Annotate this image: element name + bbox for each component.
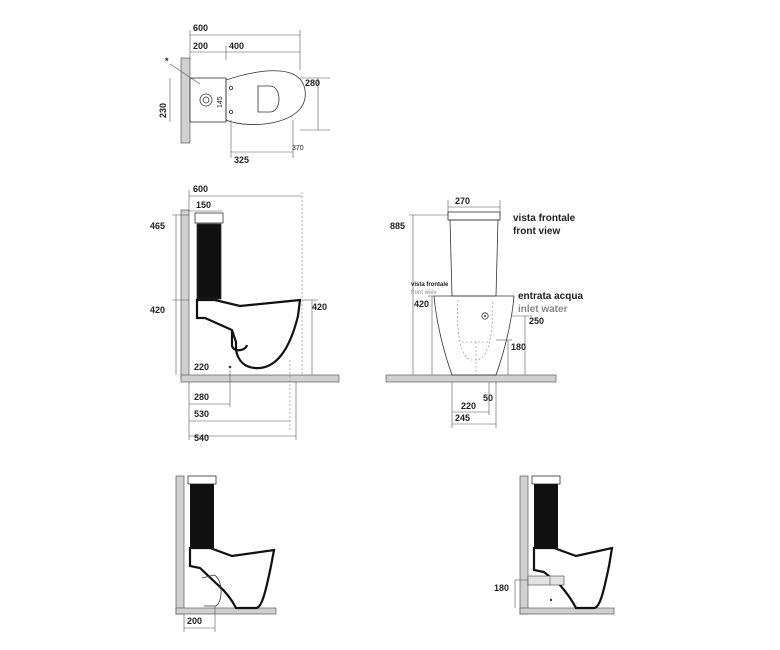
top-asterisk: * xyxy=(165,56,169,66)
side-dim-280: 280 xyxy=(194,392,209,402)
front-view-floor xyxy=(385,374,557,383)
bottom-left-dim-200: 200 xyxy=(187,616,202,626)
front-dim-50: 50 xyxy=(483,393,493,403)
side-dim-420-right: 420 xyxy=(312,302,327,312)
side-dim-465: 465 xyxy=(150,221,165,231)
side-view-floor xyxy=(180,374,340,383)
top-bowl xyxy=(225,70,306,125)
side-view: 600 150 465 420 420 220 280 530 5 xyxy=(150,184,340,443)
top-dim-370: 370 xyxy=(292,145,304,152)
front-dim-420: 420 xyxy=(414,299,429,309)
side-bowl xyxy=(195,298,302,370)
front-title-it: vista frontale xyxy=(513,213,576,224)
front-dim-245: 245 xyxy=(455,413,470,423)
bottom-left-view: 200 xyxy=(175,475,277,632)
bottom-left-outlet xyxy=(201,574,222,607)
front-inlet-it: entrata acqua xyxy=(518,291,583,302)
top-dim-400: 400 xyxy=(229,41,244,51)
top-dim-280: 280 xyxy=(305,78,320,88)
side-tank xyxy=(197,224,221,299)
bottom-right-view: 180 xyxy=(494,475,615,615)
bottom-right-tank xyxy=(534,484,558,548)
front-inlet-en: inlet water xyxy=(518,304,568,315)
front-dim-250: 250 xyxy=(529,316,544,326)
front-tank xyxy=(449,219,499,297)
side-dim-530: 530 xyxy=(194,409,209,419)
front-small-title-en: front wiev xyxy=(411,290,437,296)
bottom-left-floor xyxy=(175,607,277,615)
top-seat-opening xyxy=(257,85,280,113)
bottom-right-dim-180: 180 xyxy=(494,583,509,593)
side-dim-420-left: 420 xyxy=(150,305,165,315)
side-view-wall xyxy=(180,209,190,379)
front-title-en: front view xyxy=(513,226,560,237)
top-dim-325: 325 xyxy=(234,155,249,165)
front-dim-180: 180 xyxy=(511,342,526,352)
top-view: 600 200 400 * 230 145 280 325 370 xyxy=(158,23,330,165)
side-outlet xyxy=(230,330,249,352)
bottom-right-wall xyxy=(519,475,529,615)
bottom-right-outlet xyxy=(527,575,565,586)
front-bowl xyxy=(433,295,515,376)
top-flush-button xyxy=(199,93,213,107)
top-dim-200: 200 xyxy=(193,41,208,51)
front-inlet-point xyxy=(481,312,489,320)
front-view: 270 885 vista frontale front wiev 420 25… xyxy=(385,196,583,428)
bottom-left-bowl xyxy=(188,546,276,610)
top-dim-145: 145 xyxy=(217,96,224,108)
top-view-wall xyxy=(180,57,191,144)
side-dim-600: 600 xyxy=(193,184,208,194)
bottom-left-wall xyxy=(175,475,185,615)
bottom-right-floor xyxy=(519,607,615,615)
front-small-title-it: vista frontale xyxy=(411,282,449,288)
side-dim-540: 540 xyxy=(194,433,209,443)
side-dim-220: 220 xyxy=(194,362,209,372)
top-dim-600: 600 xyxy=(193,23,208,33)
front-dim-220: 220 xyxy=(461,401,476,411)
side-dim-150: 150 xyxy=(196,200,211,210)
top-dim-230: 230 xyxy=(158,103,168,118)
bottom-right-bowl xyxy=(532,546,614,610)
front-dim-270: 270 xyxy=(455,196,470,206)
bottom-left-tank xyxy=(190,484,214,548)
front-dim-885: 885 xyxy=(390,221,405,231)
